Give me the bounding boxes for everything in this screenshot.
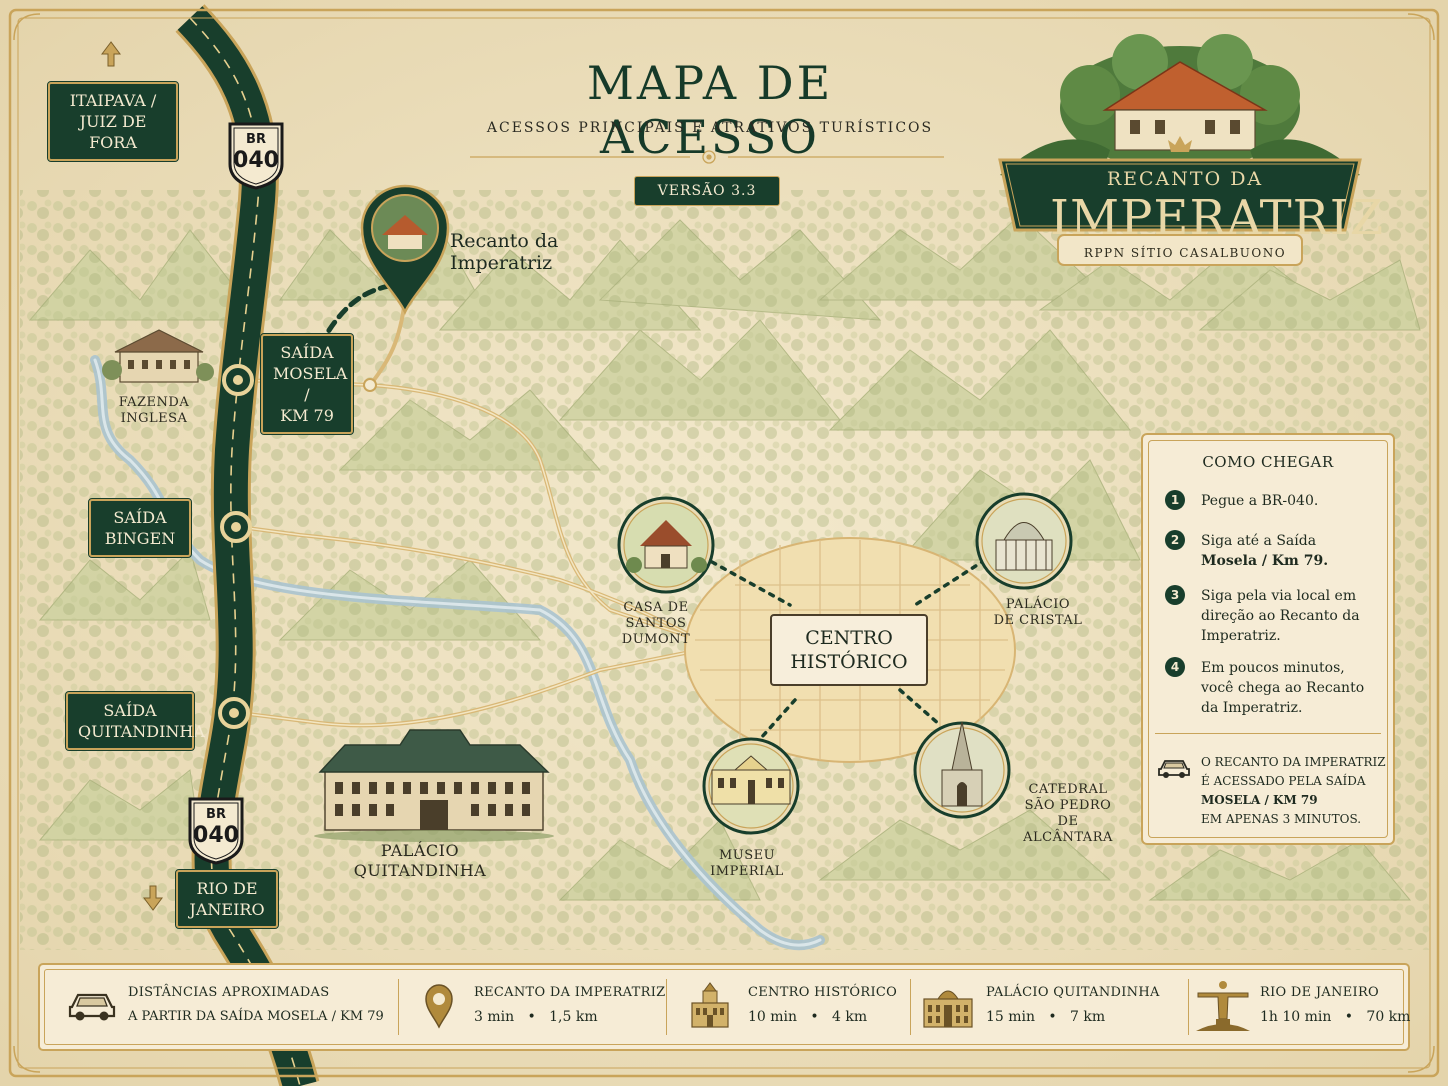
highway-center-line <box>189 17 301 1086</box>
br040-shield-north: BR 040 <box>226 120 286 190</box>
separator <box>666 979 667 1035</box>
casa-santos-dumont-medallion[interactable] <box>617 496 715 594</box>
arrow-up-icon <box>101 41 121 67</box>
separator <box>1188 979 1189 1035</box>
distance-quitandinha: PALÁCIO QUITANDINHA 15 min • 7 km <box>920 965 1190 1049</box>
panel-divider <box>1155 733 1381 734</box>
distance-recanto: RECANTO DA IMPERATRIZ 3 min • 1,5 km <box>410 965 665 1049</box>
version-badge: VERSÃO 3.3 <box>634 176 780 206</box>
interchange-bingen[interactable] <box>220 511 252 543</box>
recanto-logo-emblem <box>998 34 1362 266</box>
fazenda-inglesa-illustration <box>102 329 214 383</box>
distance-value: 3 min • 1,5 km <box>474 1009 598 1025</box>
distances-intro: DISTÂNCIAS APROXIMADAS A PARTIR DA SAÍDA… <box>40 965 400 1049</box>
distances-bar-border <box>44 969 1404 1045</box>
building-icon <box>691 982 729 1028</box>
car-icon <box>1158 760 1190 778</box>
distances-intro-line1: DISTÂNCIAS APROXIMADAS <box>128 985 330 1000</box>
palacio-de-cristal-medallion[interactable] <box>975 492 1073 590</box>
christ-statue-icon <box>1196 981 1250 1031</box>
logo-big-text: IMPERATRIZ <box>1050 190 1385 246</box>
distance-value: 15 min • 7 km <box>986 1009 1106 1025</box>
distances-bar: DISTÂNCIAS APROXIMADAS A PARTIR DA SAÍDA… <box>38 963 1410 1051</box>
shield-br-text: BR <box>246 132 266 147</box>
palacio-quitandinha-illustration <box>314 729 554 842</box>
distance-label: RECANTO DA IMPERATRIZ <box>474 985 666 1000</box>
museu-imperial-medallion[interactable] <box>702 737 800 835</box>
logo: RECANTO DA IMPERATRIZ RPPN SÍTIO CASALBU… <box>970 30 1400 280</box>
distance-label: PALÁCIO QUITANDINHA <box>986 985 1160 1000</box>
corner-ornaments <box>13 13 1435 1073</box>
river-highlight <box>93 358 822 947</box>
palace-icon <box>923 990 973 1028</box>
location-pin-icon <box>425 984 453 1029</box>
title-divider <box>470 150 944 164</box>
interchange-mosela[interactable] <box>222 364 254 396</box>
car-icon <box>68 993 116 1021</box>
distance-rio: RIO DE JANEIRO 1h 10 min • 70 km <box>1194 965 1411 1049</box>
panel-note: O RECANTO DA IMPERATRIZ É ACESSADO PELA … <box>1201 755 1386 826</box>
page-subtitle: ACESSOS PRINCIPAIS E ATRATIVOS TURÍSTICO… <box>486 120 934 136</box>
separator <box>398 979 399 1035</box>
interchange-quitandinha[interactable] <box>218 697 250 729</box>
map-frame-inner <box>17 17 1431 1069</box>
shield-number-text: 040 <box>233 148 279 173</box>
distance-value: 1h 10 min • 70 km <box>1260 1009 1411 1025</box>
distance-label: RIO DE JANEIRO <box>1260 985 1380 1000</box>
label-itaipava: ITAIPAVA /JUIZ DE FORA <box>47 81 179 162</box>
catedral-medallion[interactable] <box>913 721 1011 819</box>
distance-value: 10 min • 4 km <box>748 1009 868 1025</box>
shield-number-text: 040 <box>193 823 239 848</box>
separator <box>910 979 911 1035</box>
distances-intro-line2: A PARTIR DA SAÍDA MOSELA / KM 79 <box>128 1009 384 1024</box>
panel-border <box>1148 440 1388 838</box>
logo-subtitle: RPPN SÍTIO CASALBUONO <box>1083 246 1287 260</box>
logo-small-text: RECANTO DA <box>1106 168 1264 190</box>
map-frame <box>8 8 1440 1078</box>
panel-title: COMO CHEGAR <box>1202 453 1334 471</box>
recanto-pin-icon[interactable] <box>360 184 450 316</box>
br040-shield-south: BR 040 <box>186 795 246 865</box>
distance-label: CENTRO HISTÓRICO <box>748 985 898 1000</box>
arrow-down-icon <box>143 885 163 911</box>
page-title: MAPA DE ACESSO <box>586 56 834 164</box>
shield-br-text: BR <box>206 807 226 822</box>
distance-centro: CENTRO HISTÓRICO 10 min • 4 km <box>676 965 906 1049</box>
como-chegar-panel: COMO CHEGAR 1 Pegue a BR-040. 2 Siga até… <box>1141 433 1395 845</box>
local-junction <box>363 378 377 392</box>
